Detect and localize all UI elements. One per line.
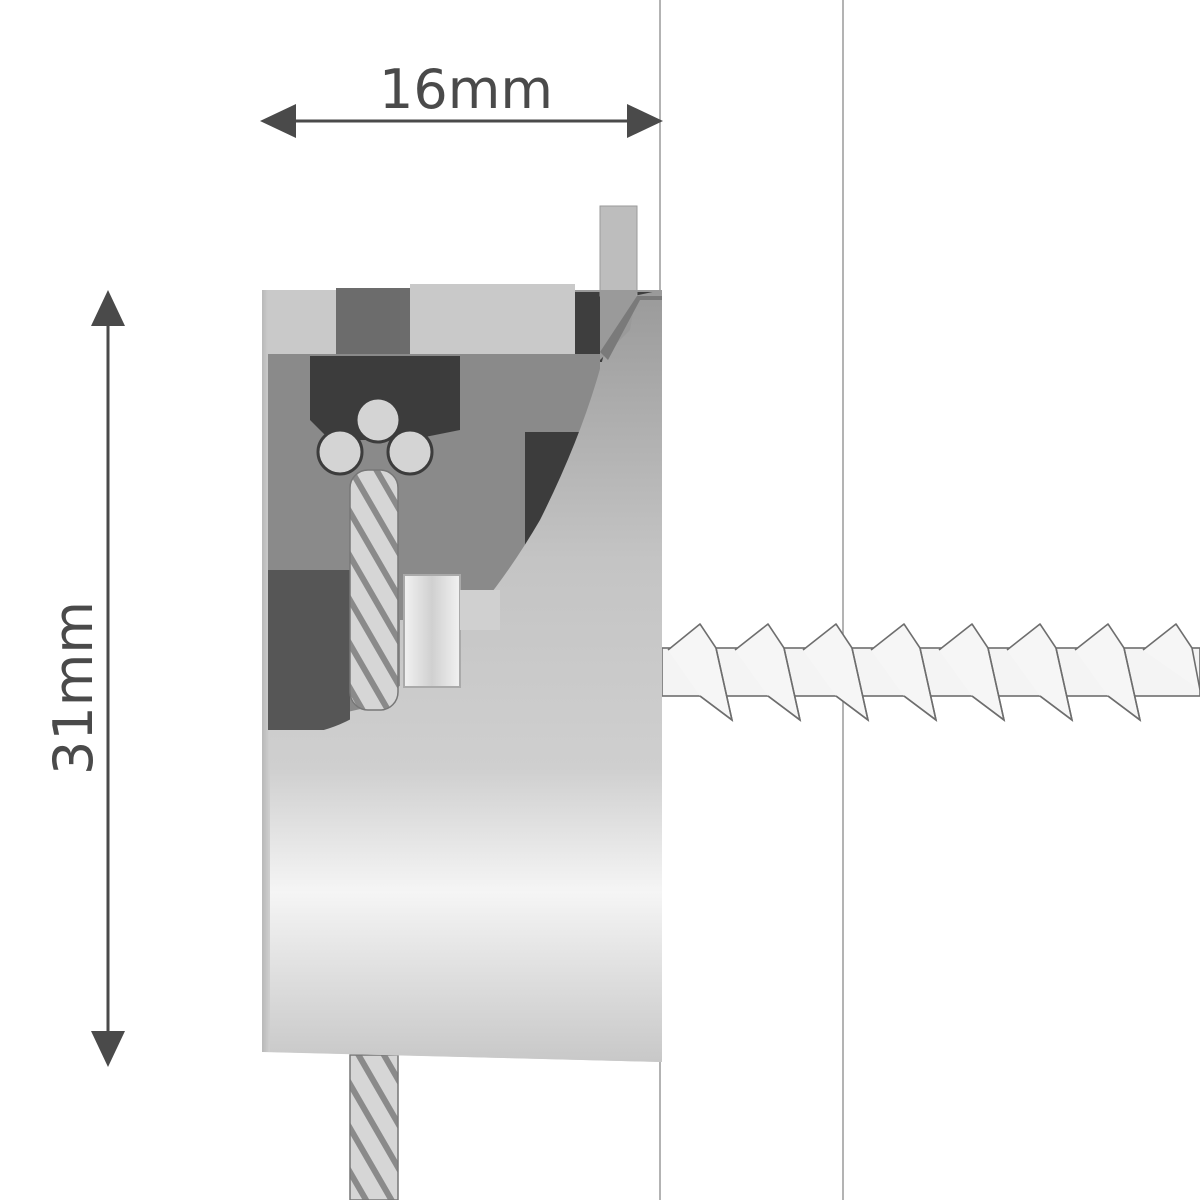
width-arrow-right bbox=[627, 104, 663, 138]
cutaway-curve bbox=[272, 290, 662, 1062]
wall-screw bbox=[661, 623, 1200, 722]
height-dimension: 31mm bbox=[42, 290, 125, 1067]
ball-bearing-right bbox=[386, 428, 434, 476]
pin-guide bbox=[600, 296, 662, 360]
fitting-left-rim bbox=[262, 290, 270, 1052]
top-cap-dark bbox=[336, 288, 410, 354]
height-dimension-label: 31mm bbox=[42, 601, 105, 775]
sleeve-cap bbox=[460, 590, 500, 630]
height-arrow-bottom bbox=[91, 1031, 125, 1067]
width-dimension: 16mm bbox=[260, 58, 663, 138]
inner-cavity-dark-lower bbox=[268, 570, 350, 730]
height-arrow-top bbox=[91, 290, 125, 326]
ball-bearing-left bbox=[316, 428, 364, 476]
width-dimension-label: 16mm bbox=[379, 58, 553, 121]
cable-inner bbox=[349, 469, 399, 711]
cable-lower bbox=[349, 1054, 399, 1200]
top-pin bbox=[599, 205, 638, 297]
top-cap-light-left bbox=[268, 290, 336, 354]
top-cap-light-right bbox=[410, 284, 575, 354]
ball-bearing-top bbox=[354, 396, 402, 444]
fitting-body bbox=[262, 205, 662, 1062]
sleeve-inner bbox=[403, 574, 461, 688]
width-arrow-left bbox=[260, 104, 296, 138]
